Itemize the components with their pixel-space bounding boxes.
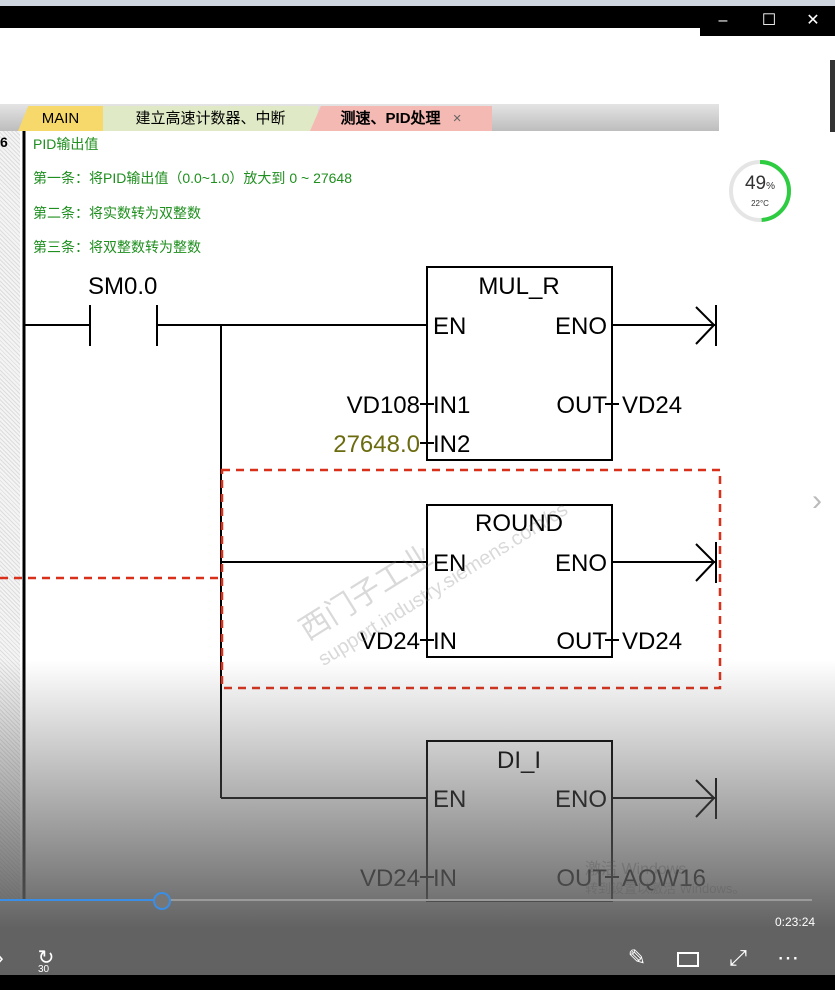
round-box[interactable] (426, 504, 613, 658)
gauge-arc (729, 160, 791, 222)
round-title: ROUND (475, 510, 563, 537)
mul-r-in2: 27648.0 (333, 431, 420, 458)
maximize-button[interactable]: ☐ (746, 6, 792, 36)
tab-speed-pid[interactable]: 测速、PID处理 × (310, 106, 492, 131)
gauge-temp: 22°C (751, 199, 769, 208)
round-out-label: OUT (556, 628, 607, 655)
mul-r-title: MUL_R (478, 273, 559, 300)
more-options-icon[interactable]: ⋯ (777, 945, 799, 970)
network-title: PID输出值 (33, 136, 99, 152)
right-edge (830, 60, 835, 132)
eno-coil-2 (612, 542, 717, 583)
progress-fill (0, 899, 163, 901)
mini-view-icon[interactable] (674, 944, 702, 972)
progress-track[interactable] (0, 899, 812, 901)
mul-r-in1: VD108 (347, 392, 420, 419)
highlight-box (0, 468, 722, 690)
round-in-label: IN (433, 628, 457, 655)
skip-forward-30-button[interactable]: ↻30 (32, 944, 60, 975)
network-number: 6 (0, 134, 8, 150)
editor-tabs: MAIN 建立高速计数器、中断 测速、PID处理 × (0, 104, 719, 131)
title-bar (0, 6, 835, 28)
skip-back-icon[interactable]: › (0, 944, 14, 972)
round-out: VD24 (622, 628, 682, 655)
di-i-in: VD24 (360, 865, 420, 892)
time-display: 0:23:24 (775, 915, 816, 929)
skip-seconds: 30 (38, 964, 50, 975)
comment-line-3: 第三条：将双整数转为整数 (33, 239, 201, 255)
eno-coil-1 (612, 305, 717, 346)
mul-r-en: EN (433, 313, 466, 340)
progress-knob[interactable] (153, 892, 172, 910)
browser-tab-strip (0, 0, 835, 6)
tab-hsc-interrupt[interactable]: 建立高速计数器、中断 (103, 106, 318, 131)
system-monitor-widget[interactable]: 49% 22°C (728, 159, 792, 223)
round-en: EN (433, 550, 466, 577)
close-button[interactable]: ✕ (790, 6, 835, 36)
round-in: VD24 (360, 628, 420, 655)
tab-label: 测速、PID处理 (340, 110, 441, 127)
contact-address: SM0.0 (88, 273, 157, 300)
di-i-en: EN (433, 786, 466, 813)
bottom-bar (0, 975, 835, 990)
fullscreen-icon[interactable]: ⤢ (729, 945, 747, 970)
mul-r-eno: ENO (555, 313, 607, 340)
comment-line-2: 第二条：将实数转为双整数 (33, 205, 201, 221)
round-eno: ENO (555, 550, 607, 577)
activate-windows-hint: 转到设置以激活 Windows。 (585, 881, 746, 896)
gauge-percent: 49 (744, 173, 767, 194)
gauge-unit: % (766, 181, 776, 192)
tab-close-icon[interactable]: × (452, 110, 462, 127)
mul-r-in2-label: IN2 (433, 431, 470, 458)
pencil-icon[interactable]: ✎ (627, 945, 647, 970)
mul-r-in1-label: IN1 (433, 392, 470, 419)
eno-coil-3 (612, 778, 717, 819)
tab-main[interactable]: MAIN (18, 106, 103, 131)
comment-line-1: 第一条：将PID输出值（0.0~1.0）放大到 0 ~ 27648 (33, 170, 352, 186)
mul-r-out-label: OUT (556, 392, 607, 419)
mul-r-out: VD24 (622, 392, 682, 419)
di-i-in-label: IN (433, 865, 457, 892)
minimize-button[interactable]: – (700, 6, 746, 36)
mul-r-box[interactable] (426, 266, 613, 461)
di-i-title: DI_I (497, 747, 541, 774)
next-chevron-icon[interactable]: › (812, 484, 822, 517)
di-i-eno: ENO (555, 786, 607, 813)
activate-windows-title: 激活 Windows (585, 861, 687, 878)
